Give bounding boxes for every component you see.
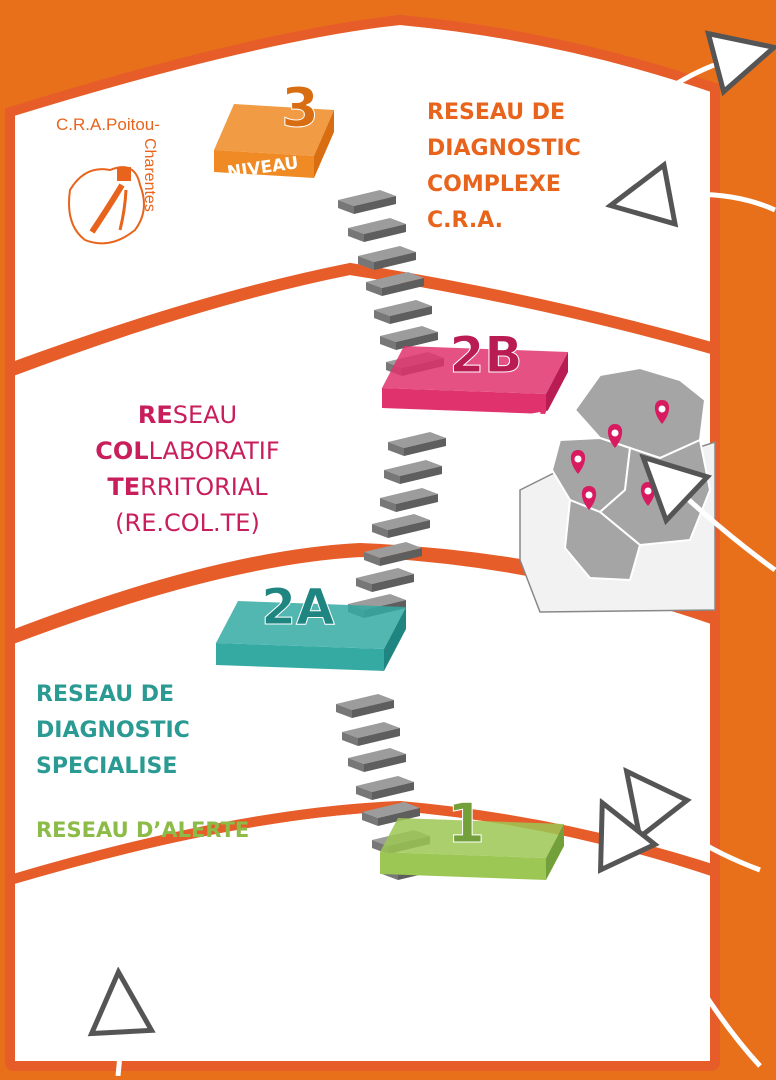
stair-step <box>356 776 414 800</box>
recolte-network-title: RESEAU COLLABORATIF TERRITORIAL (RE.COL.… <box>60 397 315 541</box>
level-number: 1 <box>447 792 485 855</box>
recolte-rest: SEAU <box>172 401 238 429</box>
map-pin <box>570 450 586 474</box>
recolte-rest: LABORATIF <box>148 437 280 465</box>
level2a-line: SPECIALISE <box>36 754 178 779</box>
stair-step <box>358 246 416 270</box>
stair-step <box>342 722 400 746</box>
level2a-network-title: RESEAU DE DIAGNOSTIC SPECIALISE <box>36 677 190 785</box>
level3-line: COMPLEXE <box>427 172 561 197</box>
stair-step <box>348 748 406 772</box>
logo-text-line2: Charentes <box>141 138 158 212</box>
band-level-3 <box>4 14 720 376</box>
stair-step <box>380 326 438 350</box>
arrow-curve <box>665 478 776 573</box>
level2a-line: RESEAU DE <box>36 682 175 707</box>
stair-step <box>388 432 446 456</box>
stair-step <box>348 218 406 242</box>
stair-step <box>380 488 438 512</box>
recolte-acronym: (RE.COL.TE) <box>115 509 260 537</box>
map-pin <box>654 400 670 424</box>
arrow-curve <box>615 830 762 1068</box>
level1-network-title: RESEAU D’ALERTE <box>36 818 250 842</box>
curved-arrows <box>118 55 776 1077</box>
arrow-curve <box>602 55 745 160</box>
stair-step <box>372 514 430 538</box>
level2a-line: DIAGNOSTIC <box>36 718 190 743</box>
stair-step <box>338 190 396 214</box>
stair-step <box>364 542 422 566</box>
stair-step <box>362 802 420 826</box>
level3-line: DIAGNOSTIC <box>427 136 581 161</box>
stair-step <box>356 568 414 592</box>
map-department-south <box>563 498 642 582</box>
level-number: 2B <box>450 326 523 384</box>
recolte-bold: COL <box>95 437 149 465</box>
cra-logo-figure <box>68 166 145 245</box>
map-pin <box>581 486 597 510</box>
level-number: 3 <box>281 76 319 139</box>
stair-step <box>336 694 394 718</box>
recolte-rest: RRITORIAL <box>140 473 268 501</box>
logo-text-line1: C.R.A.Poitou- <box>56 115 160 134</box>
stair-step <box>366 272 424 296</box>
level-number: 2A <box>261 578 335 636</box>
arrow-curve <box>118 1002 121 1077</box>
stair-step <box>384 460 442 484</box>
map-pin <box>607 424 623 448</box>
recolte-bold: TE <box>107 473 141 501</box>
level3-line: C.R.A. <box>427 208 504 233</box>
stair-step <box>374 300 432 324</box>
region-map <box>519 366 716 613</box>
recolte-bold: RE <box>137 401 173 429</box>
arrow-curve <box>640 194 776 210</box>
level3-network-title: RESEAU DE DIAGNOSTIC COMPLEXE C.R.A. <box>427 95 581 239</box>
level3-line: RESEAU DE <box>427 100 566 125</box>
